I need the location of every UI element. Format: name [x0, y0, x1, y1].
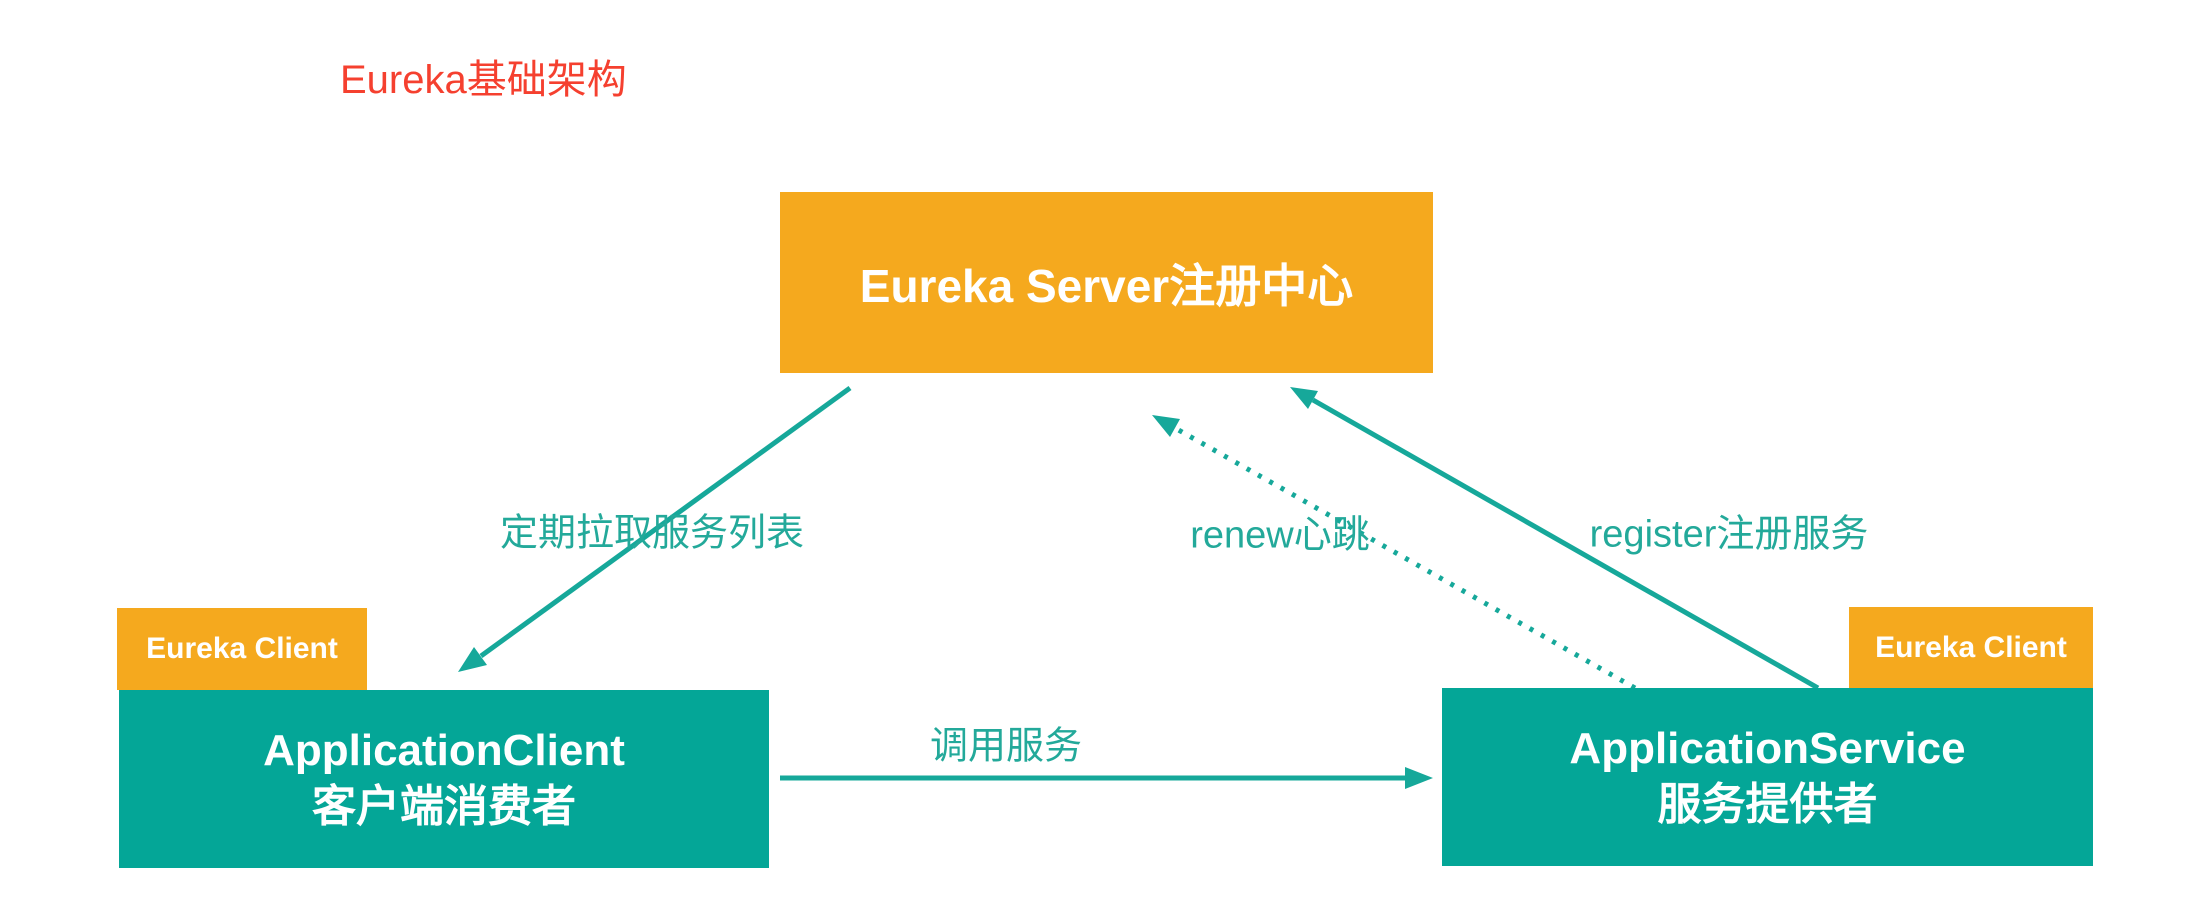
register-arrowhead-icon [1290, 387, 1318, 409]
renew-arrowhead-icon [1152, 415, 1180, 437]
eureka-client-tag-left: Eureka Client [117, 608, 367, 690]
call-arrowhead-icon [1405, 767, 1433, 789]
service-node-subtitle: 服务提供者 [1657, 780, 1878, 829]
service-node: ApplicationService 服务提供者 [1442, 688, 2093, 866]
client-node-subtitle: 客户端消费者 [312, 782, 576, 831]
register-arrow-label: register注册服务 [1589, 513, 1869, 556]
server-node: Eureka Server注册中心 [780, 192, 1433, 373]
pull-arrow-label: 定期拉取服务列表 [499, 512, 805, 555]
client-node-name: ApplicationClient [263, 726, 625, 776]
service-node-name: ApplicationService [1569, 724, 1966, 774]
eureka-client-tag-left-label: Eureka Client [146, 632, 338, 665]
diagram-title: Eureka基础架构 [340, 58, 627, 102]
client-node: ApplicationClient 客户端消费者 [119, 690, 769, 868]
pull-arrowhead-icon [458, 647, 487, 672]
eureka-client-tag-right-label: Eureka Client [1875, 630, 2067, 664]
eureka-client-tag-right: Eureka Client [1849, 607, 2093, 688]
call-arrow-label: 调用服务 [929, 725, 1083, 768]
server-node-label: Eureka Server注册中心 [859, 259, 1354, 312]
renew-arrow-label: renew心跳 [1190, 514, 1370, 557]
